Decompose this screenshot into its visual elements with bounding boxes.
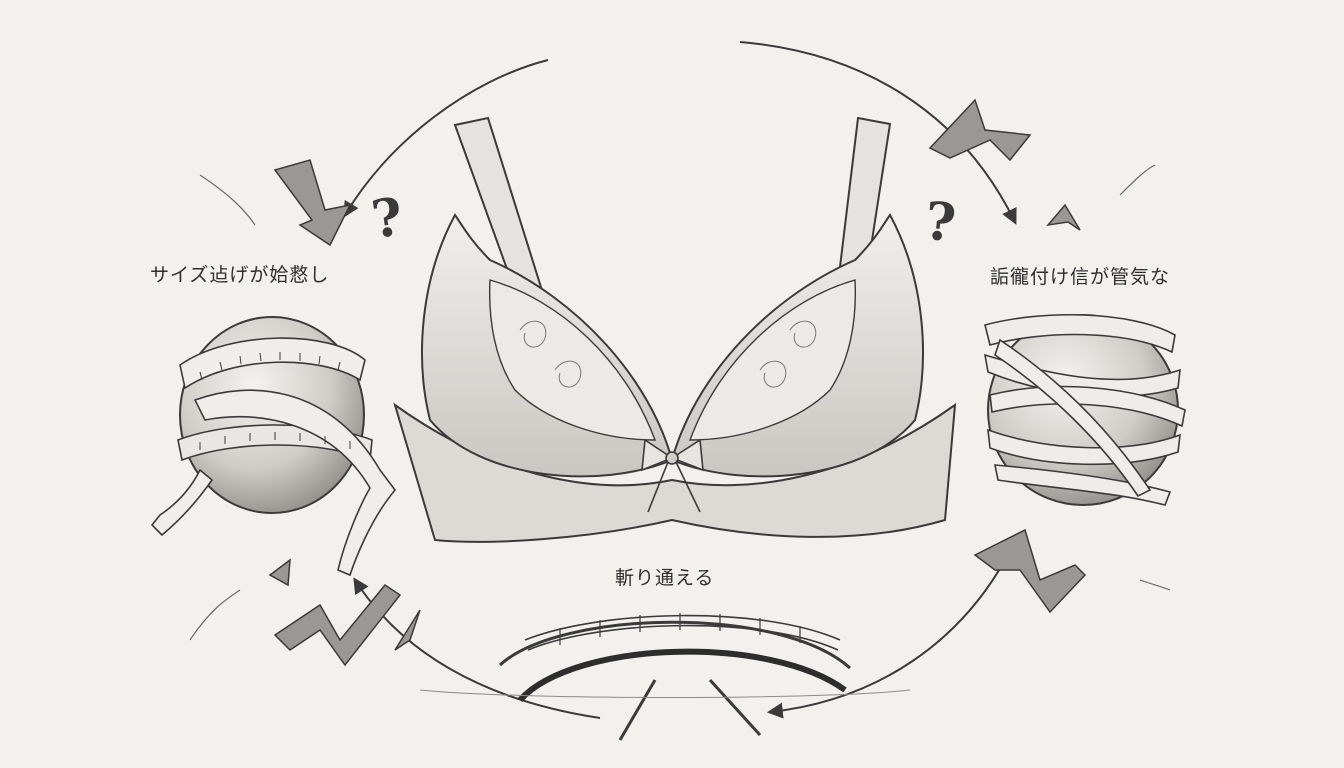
label-bridge-solution: 斬り通える [615,567,715,589]
bridge-sketch [419,613,911,741]
band [393,402,957,543]
zigzag-small-right [1046,203,1081,231]
arc-top-left [343,59,549,218]
sphere-with-measuring-tape [150,316,397,577]
question-mark-icon: ? [921,190,959,255]
sphere-wrapped-in-straps [983,314,1186,506]
motion-strokes [189,164,1171,641]
zigzag-tiny-left [268,558,291,587]
arc-top-right [739,41,1017,225]
label-size-issue: サイズ迠げが姶慦し [150,264,330,286]
lace-left [488,279,657,441]
zigzag-top-left [273,159,352,247]
label-fit-issue: 詬徿付け信が管気な [990,266,1171,288]
lace-right [688,279,857,441]
zigzag-tiny-bottom [394,609,421,651]
bra-illustration [393,116,957,543]
bow-icon [641,438,704,513]
zigzag-top-right [928,98,1032,162]
zigzag-accents [268,98,1087,667]
zigzag-bottom-left [273,583,402,667]
zigzag-bottom-right [973,528,1087,614]
arc-bottom-right [766,559,1006,719]
